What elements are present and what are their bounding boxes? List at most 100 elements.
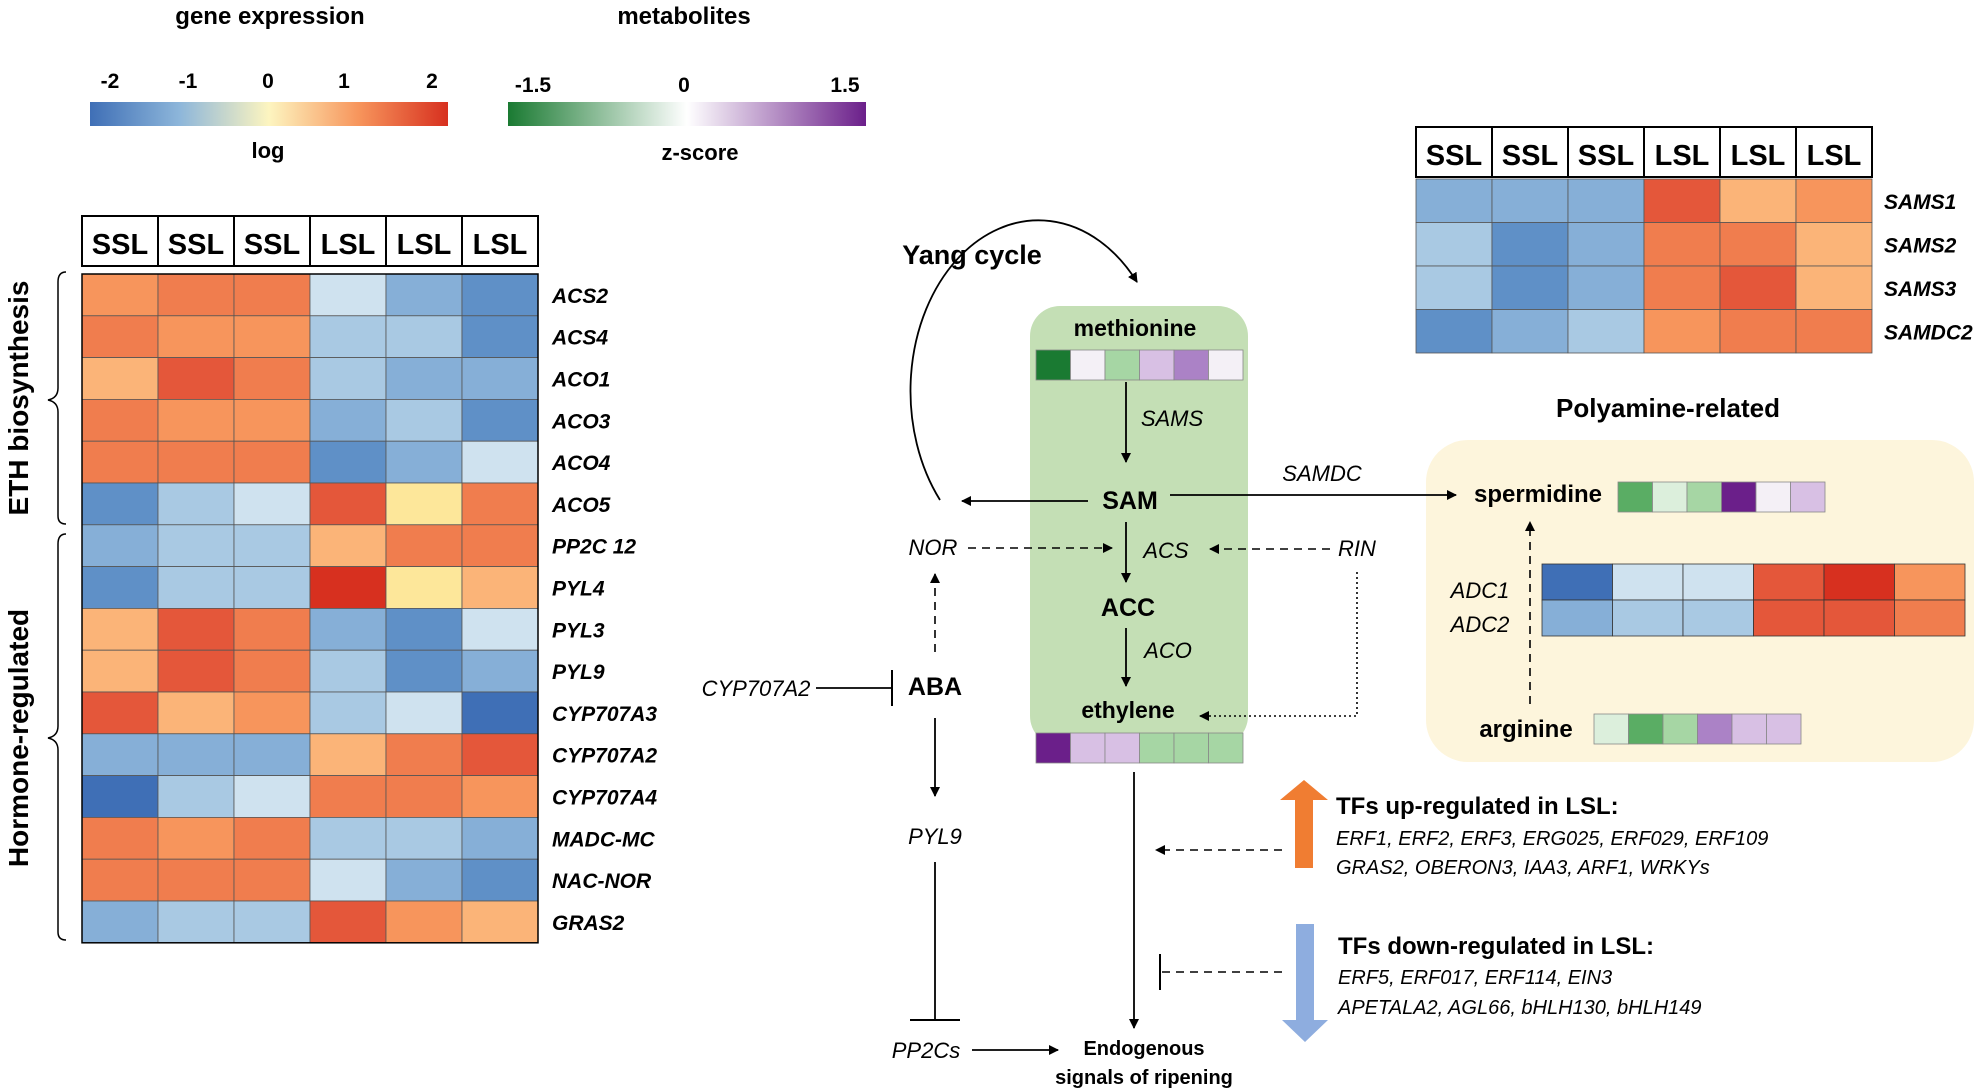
heatmap-cell (233, 691, 311, 735)
heatmap-cell (1491, 265, 1569, 310)
heatmap-cell (81, 900, 159, 944)
heatmap-cell (385, 733, 463, 776)
column-header-label: SSL (1502, 140, 1558, 172)
heatmap-cell (81, 775, 159, 818)
heatmap-cell (309, 524, 387, 567)
heatmap-cell (461, 691, 539, 735)
spermidine-label: spermidine (1474, 481, 1602, 508)
heatmap-cell (385, 482, 463, 526)
heatmap-cell (233, 524, 311, 567)
gene-legend-title: gene expression (175, 3, 364, 30)
heatmap-cell (385, 858, 463, 902)
heatmap-cell (81, 608, 159, 651)
pyl9-label: PYL9 (908, 824, 962, 849)
column-header-cell (81, 215, 159, 267)
heatmap-cell (1541, 599, 1613, 637)
heatmap-cell (385, 691, 463, 735)
heatmap-cell (309, 649, 387, 693)
heatmap-cell (461, 649, 539, 693)
heatmap-cell (1894, 563, 1966, 601)
column-header-cell (157, 215, 235, 267)
column-header-label: LSL (1655, 140, 1710, 172)
left-heatmap (81, 273, 539, 944)
adc2-label: ADC2 (1449, 612, 1510, 637)
heatmap-cell (233, 273, 311, 317)
heatmap-cell (157, 440, 235, 484)
heatmap-cell (1823, 563, 1895, 601)
gene-legend-tick: 2 (426, 70, 438, 93)
heatmap-cell (1643, 265, 1721, 310)
heatmap-cell (1612, 563, 1684, 601)
heatmap-cell (233, 608, 311, 651)
acs-label: ACS (1141, 538, 1189, 563)
gene-label: SAMS3 (1884, 278, 1957, 301)
metabolite-cell (1731, 713, 1767, 745)
heatmap-cell (157, 649, 235, 693)
metabolite-cell (1139, 349, 1175, 381)
column-header-cell (385, 215, 463, 267)
metabolite-cell (1593, 713, 1629, 745)
metabolite-cell (1139, 732, 1175, 764)
heatmap-cell (1753, 599, 1825, 637)
ethylene-pathway-box (1030, 306, 1248, 746)
gene-legend-tick: -2 (101, 70, 120, 93)
heatmap-cell (461, 273, 539, 317)
heatmap-cell (461, 900, 539, 944)
heatmap-cell (1795, 309, 1873, 354)
metabolite-cell (1686, 481, 1722, 513)
metab-colorbar (508, 102, 866, 126)
heatmap-cell (309, 608, 387, 651)
heatmap-cell (1643, 222, 1721, 267)
metabolite-cell (1104, 349, 1140, 381)
polyamine-title: Polyamine-related (1556, 393, 1780, 423)
heatmap-cell (81, 733, 159, 776)
gene-label: SAMS1 (1884, 191, 1956, 214)
heatmap-cell (81, 440, 159, 484)
heatmap-cell (1567, 222, 1645, 267)
tf-down-arrow-icon (1282, 924, 1328, 1042)
metabolite-cell (1652, 481, 1688, 513)
heatmap-cell (157, 733, 235, 776)
metabolite-cell (1173, 349, 1209, 381)
aba-label: ABA (908, 673, 962, 701)
column-header-cell (1643, 126, 1721, 178)
gene-label: PYL3 (552, 619, 605, 642)
heatmap-cell (233, 775, 311, 818)
heatmap-cell (81, 524, 159, 567)
heatmap-cell (81, 357, 159, 400)
gene-label: SAMDC2 (1884, 321, 1973, 344)
metabolite-cell (1208, 349, 1244, 381)
heatmap-cell (157, 315, 235, 358)
column-header-label: LSL (473, 229, 528, 261)
heatmap-cell (1415, 178, 1493, 223)
heatmap-cell (1795, 178, 1873, 223)
heatmap-cell (1491, 178, 1569, 223)
heatmap-cell (1491, 222, 1569, 267)
gene-label: MADC-MC (552, 828, 655, 851)
gene-label: ACO3 (551, 410, 611, 433)
heatmap-cell (81, 817, 159, 860)
gene-label: ACO4 (551, 452, 611, 475)
gene-label: CYP707A3 (552, 703, 657, 726)
heatmap-cell (461, 315, 539, 358)
heatmap-cell (309, 733, 387, 776)
endogenous-label-1: Endogenous (1083, 1038, 1204, 1060)
heatmap-cell (309, 315, 387, 358)
heatmap-cell (1491, 309, 1569, 354)
heatmap-cell (385, 357, 463, 400)
heatmap-cell (461, 817, 539, 860)
heatmap-cell (1415, 265, 1493, 310)
heatmap-cell (157, 482, 235, 526)
metabolite-cell (1208, 732, 1244, 764)
heatmap-cell (157, 817, 235, 860)
heatmap-cell (233, 566, 311, 609)
adc-heatmap (1541, 563, 1966, 637)
column-header-label: SSL (168, 229, 224, 261)
heatmap-cell (157, 858, 235, 902)
heatmap-cell (461, 608, 539, 651)
heatmap-cell (1753, 563, 1825, 601)
gene-label: PP2C 12 (552, 536, 636, 559)
heatmap-cell (81, 482, 159, 526)
